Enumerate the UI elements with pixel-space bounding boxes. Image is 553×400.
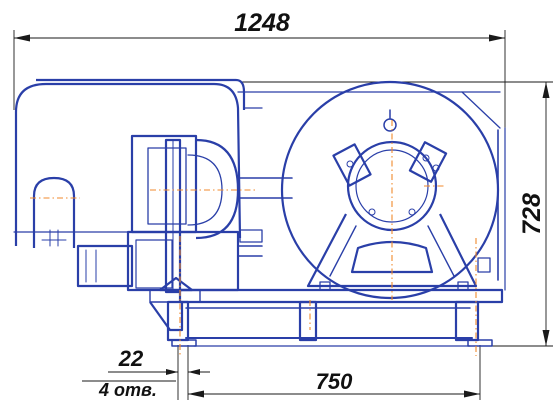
bolt-hole-count-label: 4 отв. (98, 380, 157, 400)
overall-height-dimension: 728 (240, 81, 553, 347)
bolt-hole-label: 22 (118, 346, 144, 371)
base-frame (166, 288, 504, 347)
drum-support-frame (306, 140, 491, 291)
bolt-spacing-label: 750 (316, 369, 353, 394)
gearbox-assembly (126, 134, 263, 332)
overall-width-label: 1248 (234, 9, 290, 37)
motor-housing (13, 78, 246, 288)
center-lines (30, 120, 477, 356)
overall-width-dimension: 1248 (13, 9, 506, 175)
bolt-dimension: 22 4 отв. 750 (82, 345, 481, 400)
overall-height-label: 728 (518, 193, 546, 235)
cable-drum (280, 80, 506, 300)
